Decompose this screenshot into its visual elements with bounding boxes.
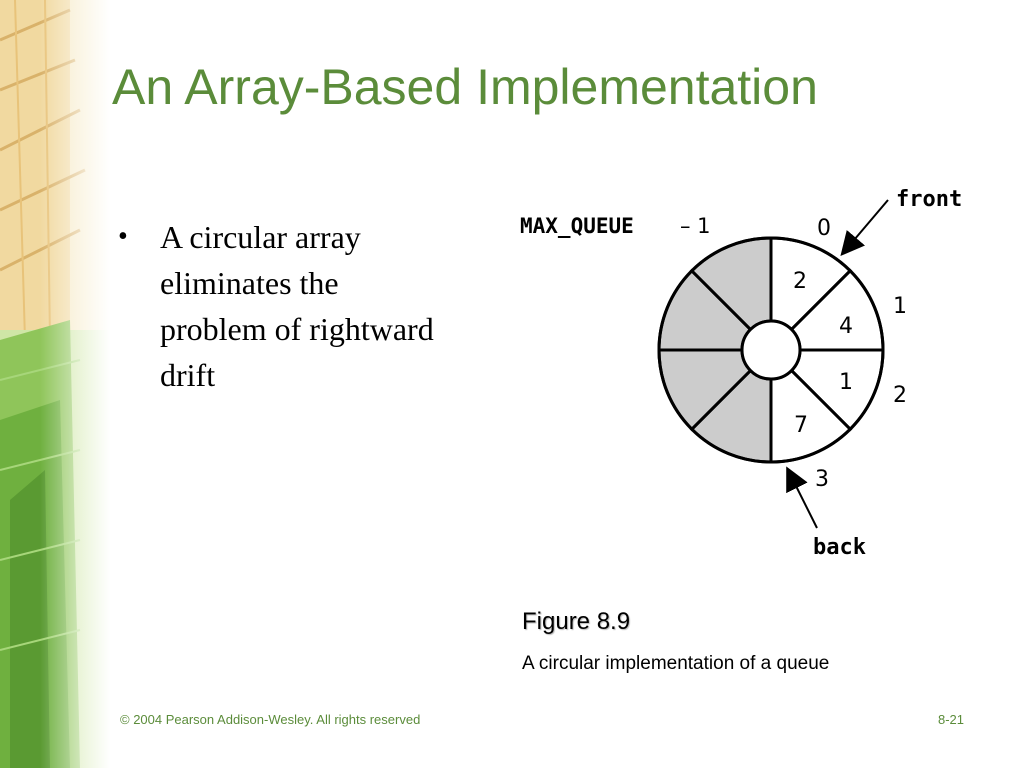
copyright-footer: © 2004 Pearson Addison-Wesley. All right…: [120, 712, 421, 727]
back-label: back: [813, 535, 866, 560]
figure-caption: A circular implementation of a queue: [522, 653, 830, 674]
decorative-side-art: [0, 0, 110, 768]
max-queue-label: MAX_QUEUE: [520, 214, 634, 238]
bullet-marker: •: [118, 221, 128, 252]
slot-value-1: 4: [839, 314, 853, 339]
queue-hub: [740, 319, 802, 381]
front-arrow: [840, 199, 889, 257]
slot-value-0: 2: [793, 269, 807, 294]
bullet-text: A circular array eliminates the problem …: [160, 219, 434, 393]
index-label-0: 0: [817, 216, 831, 241]
bullet-list: • A circular array eliminates the proble…: [118, 214, 438, 398]
page-number: 8-21: [938, 712, 965, 727]
front-label: front: [896, 187, 962, 212]
figure-title: Figure 8.9: [522, 608, 631, 635]
index-label-3: 3: [815, 467, 829, 492]
slot-value-2: 1: [839, 370, 853, 395]
slot-value-3: 7: [794, 413, 808, 438]
index-label-1: 1: [893, 294, 907, 319]
back-arrow: [786, 466, 818, 529]
slide-title: An Array-Based Implementation: [112, 59, 818, 115]
max-queue-suffix: – 1: [680, 214, 711, 238]
circular-queue-diagram: 2 4 1 7 0 1 2 3 MAX_QUEUE – 1 front back: [520, 187, 962, 560]
index-label-2: 2: [893, 383, 907, 408]
bullet-item: • A circular array eliminates the proble…: [118, 214, 438, 398]
queue-ring: [657, 236, 885, 464]
